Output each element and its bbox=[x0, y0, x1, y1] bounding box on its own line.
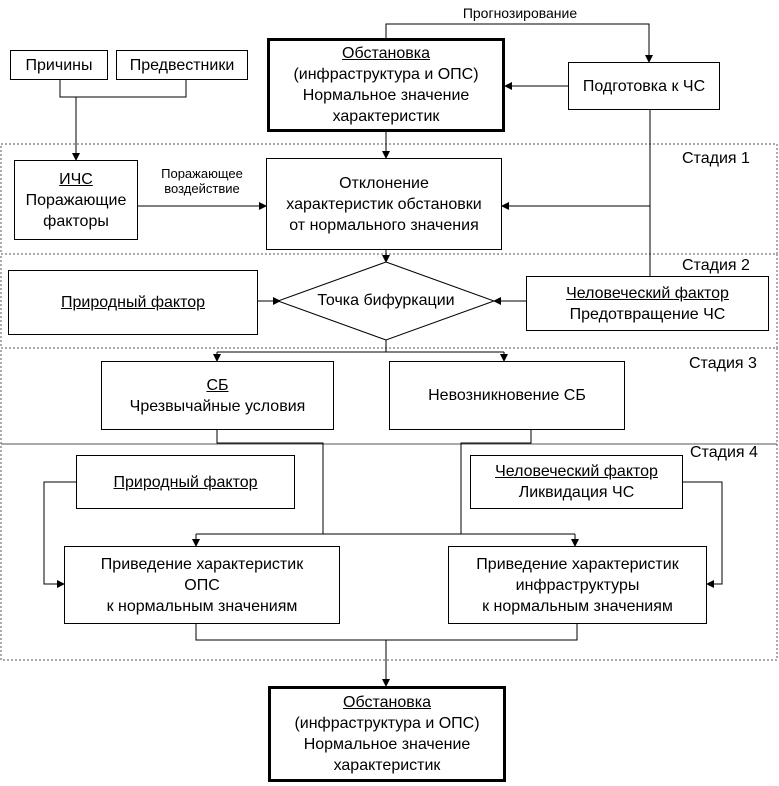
restore-infra-line1: Приведение характеристик bbox=[476, 555, 679, 573]
restore-ops-box: Приведение характеристик ОПС к нормальны… bbox=[64, 546, 340, 624]
ichs-title: ИЧС bbox=[59, 170, 93, 188]
bifurcation-diamond bbox=[276, 261, 496, 341]
situation-top-line1: (инфраструктура и ОПС) bbox=[293, 66, 479, 83]
no-sb-down-connector bbox=[460, 430, 532, 534]
restore-merge-connector bbox=[195, 624, 578, 641]
situation-top-line2: Нормальное значение bbox=[302, 87, 470, 104]
stage-1-label: Стадия 1 bbox=[682, 150, 750, 167]
natural-factor-text-1: Природный фактор bbox=[60, 294, 206, 311]
preparation-text: Подготовка к ЧС bbox=[582, 77, 706, 95]
forecast-connector bbox=[385, 23, 653, 63]
sb-box: СБ Чрезвычайные условия bbox=[101, 361, 334, 430]
situation-top-title: Обстановка bbox=[342, 45, 430, 62]
restore-infra-box: Приведение характеристик инфраструктуры … bbox=[448, 546, 707, 624]
restore-ops-line2: ОПС bbox=[184, 576, 220, 594]
situation-bottom-title: Обстановка bbox=[343, 694, 431, 711]
situation-bottom-line1: (инфраструктура и ОПС) bbox=[294, 715, 480, 732]
situation-top-box: Обстановка (инфраструктура и ОПС) Нормал… bbox=[267, 38, 505, 132]
causes-text: Причины bbox=[25, 56, 93, 74]
no-sb-box: Невозникновение СБ bbox=[389, 361, 625, 430]
stage-4-region bbox=[0, 443, 778, 661]
impact-label-line1: Поражающее bbox=[161, 166, 243, 181]
sb-title: СБ bbox=[206, 376, 229, 394]
restore-infra-line2: инфраструктуры bbox=[515, 576, 640, 594]
natural-factor-box-2: Природный фактор bbox=[76, 455, 295, 509]
forecast-label: Прогнозирование bbox=[462, 5, 578, 21]
ichs-line2: факторы bbox=[43, 212, 109, 230]
no-sb-text: Невозникновение СБ bbox=[428, 387, 586, 404]
deviation-box: Отклонение характеристик обстановки от н… bbox=[266, 158, 502, 250]
stage-2-label: Стадия 2 bbox=[682, 257, 750, 274]
situation-bottom-line3: характеристик bbox=[333, 757, 441, 774]
human-factor-box-1: Человеческий фактор Предотвращение ЧС bbox=[526, 276, 769, 331]
stage-regions bbox=[0, 143, 778, 661]
situation-top-line3: характеристик bbox=[332, 108, 440, 125]
human-factor-title-2: Человеческий фактор bbox=[495, 463, 658, 480]
sb-down-connector bbox=[216, 430, 324, 534]
natural-factor-box-1: Природный фактор bbox=[8, 270, 258, 335]
restore-ops-line1: Приведение характеристик bbox=[100, 555, 304, 573]
situation-bottom-line2: Нормальное значение bbox=[303, 736, 471, 753]
restore-infra-line3: к нормальным значениям bbox=[482, 597, 673, 615]
deviation-line2: характеристик обстановки bbox=[286, 195, 482, 213]
stage-4-label: Стадия 4 bbox=[690, 444, 758, 461]
human-factor-box-2: Человеческий фактор Ликвидация ЧС bbox=[470, 455, 683, 509]
causes-connector bbox=[59, 80, 187, 98]
situation-bottom-box: Обстановка (инфраструктура и ОПС) Нормал… bbox=[268, 686, 506, 782]
bifurcation-label: Точка бифуркации bbox=[317, 292, 455, 309]
precursors-text: Предвестники bbox=[129, 56, 235, 74]
natural-stage4-connector bbox=[43, 481, 76, 588]
human-factor-title-1: Человеческий фактор bbox=[566, 284, 729, 302]
impact-label: Поражающее воздействие bbox=[140, 166, 264, 196]
human-stage4-connector bbox=[683, 481, 723, 588]
preparation-box: Подготовка к ЧС bbox=[568, 62, 720, 110]
natural-factor-text-2: Природный фактор bbox=[113, 473, 258, 491]
ichs-box: ИЧС Поражающие факторы bbox=[14, 160, 138, 240]
deviation-line3: от нормального значения bbox=[289, 216, 479, 234]
restore-ops-line3: к нормальным значениям bbox=[106, 597, 298, 615]
precursors-box: Предвестники bbox=[116, 50, 248, 80]
impact-label-line2: воздействие bbox=[164, 181, 240, 196]
causes-box: Причины bbox=[10, 50, 108, 80]
sb-line1: Чрезвычайные условия bbox=[129, 397, 306, 415]
human-factor-line-2: Ликвидация ЧС bbox=[518, 484, 635, 501]
ichs-line1: Поражающие bbox=[25, 191, 127, 209]
human-factor-line-1: Предотвращение ЧС bbox=[569, 305, 726, 323]
stage-3-label: Стадия 3 bbox=[689, 355, 757, 372]
deviation-line1: Отклонение bbox=[339, 174, 429, 192]
